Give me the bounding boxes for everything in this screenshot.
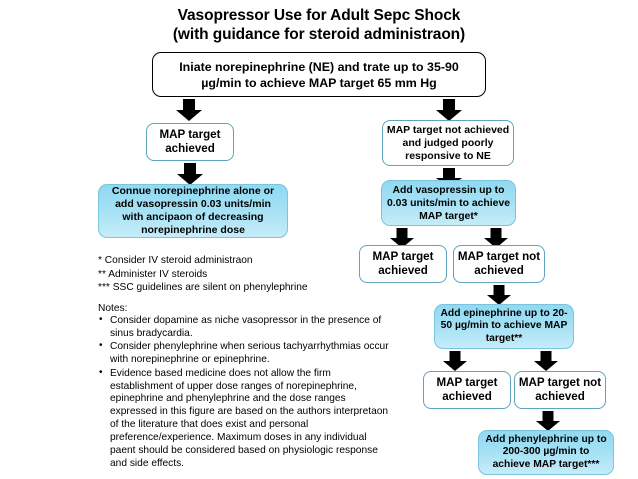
arrow-epinephrine-to-achieved: [443, 351, 467, 371]
node-map-target-not-achieved-epinephrine: MAP target not achieved: [514, 371, 606, 409]
arrow-vasopressin-to-not-achieved: [484, 228, 508, 248]
arrow-to-add-phenylephrine: [536, 411, 560, 431]
list-item: Evidence based medicine does not allow t…: [98, 367, 390, 471]
node-map-not-achieved-poorly-responsive: MAP target not achieved and judged poorl…: [382, 120, 514, 166]
arrow-vasopressin-to-achieved: [390, 228, 414, 248]
node-map-target-not-achieved-vasopressin: MAP target not achieved: [453, 245, 545, 283]
footnote-1: * Consider IV steroid administraon: [98, 255, 253, 266]
title-line-1: Vasopressor Use for Adult Sepc Shock: [177, 7, 461, 24]
node-add-epinephrine: Add epinephrine up to 20-50 µg/min to ac…: [434, 304, 574, 349]
node-start: Iniate norepinephrine (NE) and trate up …: [152, 52, 486, 97]
node-add-vasopressin: Add vasopressin up to 0.03 units/min to …: [381, 180, 516, 226]
node-map-target-achieved-vasopressin: MAP target achieved: [359, 245, 447, 283]
node-continue-norepinephrine: Connue norepinephrine alone or add vasop…: [98, 184, 288, 238]
node-map-target-achieved-epinephrine: MAP target achieved: [423, 371, 511, 409]
list-item: Consider phenylephrine when serious tach…: [98, 340, 390, 367]
footnote-2: ** Administer IV steroids: [98, 268, 208, 280]
notes-list: Consider dopamine as niche vasopressor i…: [98, 314, 390, 471]
title-line-2: (with guidance for steroid administraon): [172, 26, 466, 43]
arrow-start-to-map-achieved: [176, 99, 202, 121]
notes-heading: Notes:: [98, 303, 128, 314]
footnote-3: *** SSC guidelines are silent on phenyle…: [98, 282, 308, 294]
page-title: Vasopressor Use for Adult Sepc Shock (wi…: [0, 6, 638, 44]
arrow-to-continue-norepinephrine: [177, 163, 203, 185]
footnotes: * Consider IV steroid administraon ** Ad…: [98, 254, 360, 295]
arrow-to-add-epinephrine: [487, 285, 511, 305]
node-add-phenylephrine: Add phenylephrine up to 200-300 µg/min t…: [478, 430, 614, 475]
arrow-epinephrine-to-not-achieved: [534, 351, 558, 371]
list-item: Consider dopamine as niche vasopressor i…: [98, 314, 390, 341]
arrow-start-to-map-not-achieved: [436, 99, 462, 121]
node-map-target-achieved-left: MAP target achieved: [146, 123, 234, 161]
